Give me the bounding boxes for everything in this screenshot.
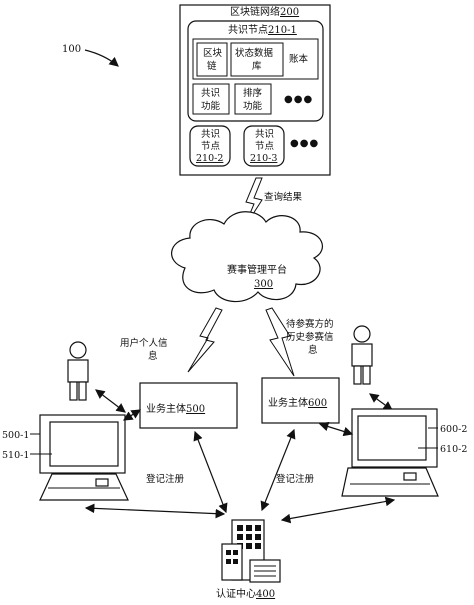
node2-label-1: 共识 xyxy=(201,129,220,140)
left-user-entity-arrow xyxy=(95,389,126,413)
platform-title: 赛事管理平台 xyxy=(227,263,287,276)
query-result-label: 查询结果 xyxy=(264,191,303,203)
business-entity-600-label: 业务主体600 xyxy=(268,396,327,409)
blockchain-title: 区块链网络200 xyxy=(230,5,299,18)
left-terminal-entity-arrow xyxy=(122,409,142,421)
consensus-function-label-1: 共识 xyxy=(201,88,220,99)
sort-function-label-2: 功能 xyxy=(243,100,263,112)
label-610-2: 610-2 xyxy=(440,444,467,455)
sort-function-box xyxy=(234,83,272,115)
blockchain-store-label-1: 区块 xyxy=(203,47,223,59)
blockchain-store-box xyxy=(196,42,228,77)
figure-label-arrow xyxy=(84,49,119,67)
cert-center-label: 认证中心400 xyxy=(216,587,275,600)
node3-num: 210-3 xyxy=(250,153,277,164)
right-entity-terminal-arrow xyxy=(318,421,354,437)
consensus-function-box xyxy=(192,83,230,115)
left-computer-terminal xyxy=(39,414,129,501)
right-user-terminal-arrow xyxy=(369,393,393,411)
figure-label: 100 xyxy=(62,44,81,55)
user-info-label-1: 用户个人信 xyxy=(120,337,168,349)
label-500-1: 500-1 xyxy=(2,430,29,441)
consensus-function-label-2: 功能 xyxy=(201,100,221,112)
certification-center-building-icon xyxy=(221,519,281,583)
history-info-label-1: 待参赛方的 xyxy=(286,318,334,330)
node2-num: 210-2 xyxy=(196,153,223,164)
right-entity-cert-arrow xyxy=(260,428,296,512)
user-info-bolt xyxy=(187,307,223,373)
business-entity-600 xyxy=(261,377,340,424)
blockchain-store-label-2: 链 xyxy=(207,60,217,72)
event-platform-cloud xyxy=(171,211,323,303)
state-database-label-2: 库 xyxy=(252,60,262,72)
node2-label-2: 节点 xyxy=(201,141,221,152)
business-entity-500-label: 业务主体500 xyxy=(146,402,205,415)
right-computer-terminal xyxy=(341,408,439,497)
register-right-label: 登记注册 xyxy=(276,473,315,485)
consensus-node-210-2 xyxy=(189,125,231,167)
node3-label-2: 节点 xyxy=(255,141,275,152)
right-register-arrow xyxy=(280,496,396,524)
ledger-label: 账本 xyxy=(289,53,309,65)
consensus-node-210-3 xyxy=(243,125,285,167)
left-user-person-icon xyxy=(67,341,89,401)
history-info-label-2: 历史参赛信 xyxy=(286,331,334,343)
state-database-label-1: 状态数据 xyxy=(235,47,274,59)
label-600-2: 600-2 xyxy=(440,424,467,435)
user-info-label-2: 息 xyxy=(148,350,158,362)
left-register-arrow xyxy=(84,503,226,519)
register-left-label: 登记注册 xyxy=(146,473,185,485)
state-database-box xyxy=(230,42,284,77)
business-entity-500 xyxy=(139,382,238,429)
left-entity-cert-arrow xyxy=(193,430,228,514)
history-info-label-3: 息 xyxy=(308,344,318,356)
label-510-1: 510-1 xyxy=(2,450,29,461)
platform-num: 300 xyxy=(254,279,273,290)
history-info-bolt xyxy=(265,307,295,377)
blockchain-ellipsis: ●●● xyxy=(290,138,319,149)
right-user-person-icon xyxy=(351,325,373,385)
node1-ellipsis: ●●● xyxy=(284,94,313,105)
consensus-node-1-title: 共识节点210-1 xyxy=(228,24,297,36)
sort-function-label-1: 排序 xyxy=(243,87,263,99)
node3-label-1: 共识 xyxy=(255,129,274,140)
